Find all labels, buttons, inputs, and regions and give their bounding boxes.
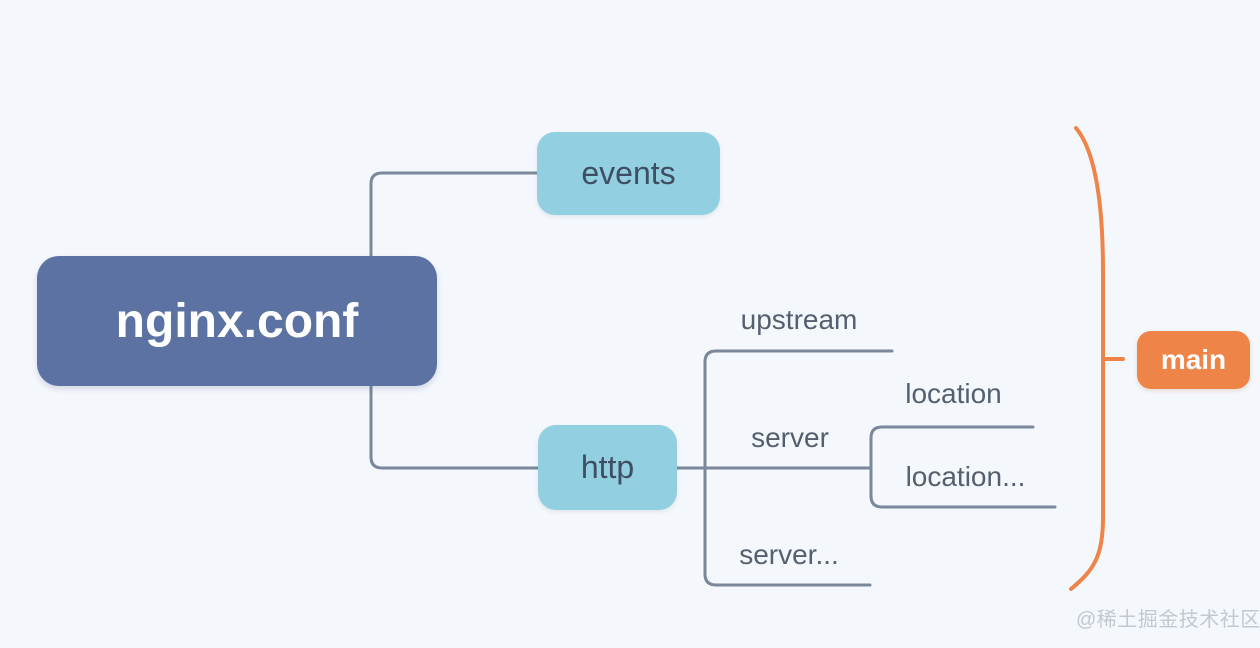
node-http-label: http <box>580 449 635 485</box>
root-node-label: nginx.conf <box>115 294 359 348</box>
main-scope-brace <box>1069 126 1105 591</box>
main-scope-node[interactable]: main <box>1137 331 1250 389</box>
node-http[interactable]: http <box>538 425 677 510</box>
node-events-label: events <box>581 155 676 191</box>
main-scope-label: main <box>1160 344 1227 375</box>
connector-server-to-locations <box>869 425 1057 509</box>
node-location[interactable]: location <box>905 378 1002 409</box>
node-server-more[interactable]: server... <box>739 539 839 570</box>
node-server[interactable]: server <box>751 422 829 453</box>
node-upstream[interactable]: upstream <box>740 304 858 335</box>
root-node-nginx-conf[interactable]: nginx.conf <box>37 256 437 386</box>
watermark: @稀土掘金技术社区 <box>1076 609 1260 631</box>
connector-http-trunk <box>703 349 894 587</box>
node-location-more[interactable]: location... <box>905 461 1026 492</box>
node-events[interactable]: events <box>537 132 720 215</box>
